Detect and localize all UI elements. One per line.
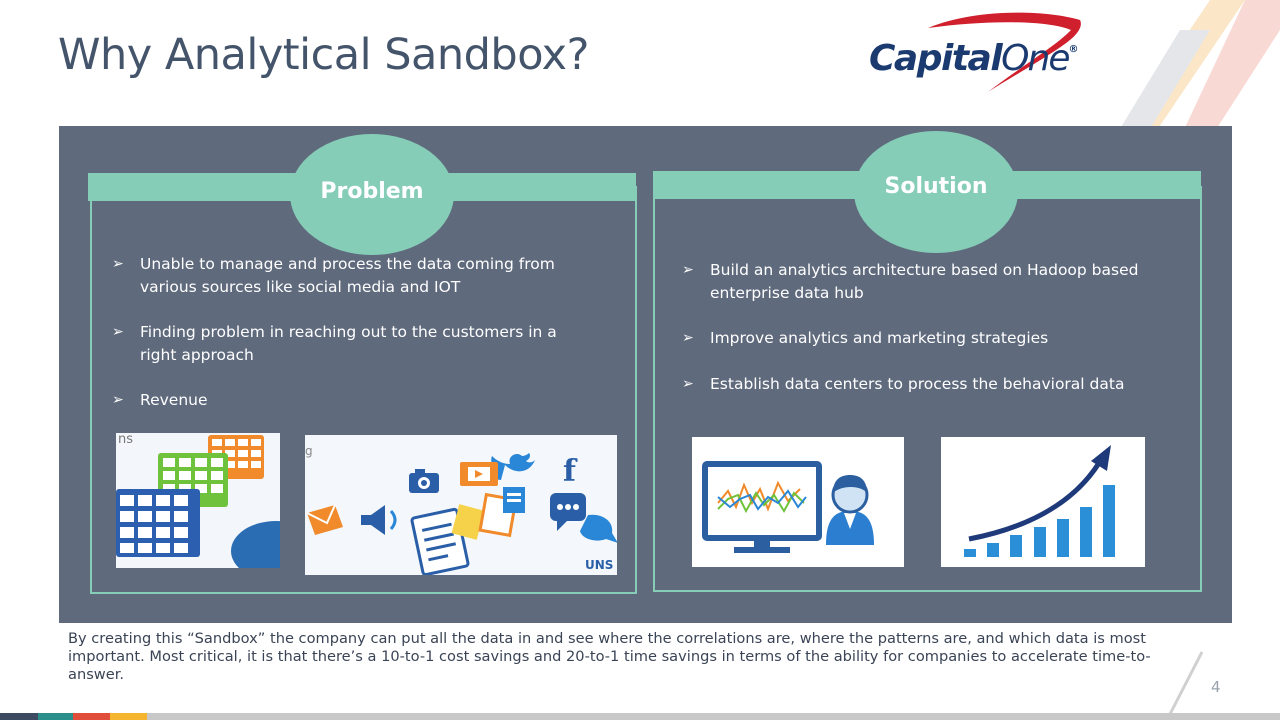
solution-heading: Solution [854,131,1018,253]
svg-text:g: g [305,444,313,458]
person-icon [826,475,874,545]
bullet-arrow-icon: ➢ [112,324,124,340]
growth-chart-icon [941,437,1145,567]
camera-icon [409,469,439,493]
list-item: ➢Improve analytics and marketing strateg… [682,327,1152,350]
svg-text:f: f [563,454,578,489]
monitor-chart-icon [692,437,904,567]
problem-box [90,186,637,594]
slide-caption: By creating this “Sandbox” the company c… [68,630,1151,683]
list-item: ➢Revenue [112,389,582,412]
footer-segment [0,713,38,720]
facebook-icon: f [563,454,578,489]
bullet-arrow-icon: ➢ [112,392,124,408]
list-item: ➢Unable to manage and process the data c… [112,255,555,296]
data-tables-image: ns [116,433,280,568]
notes-icon [451,487,525,540]
content-panel: Problem ➢Unable to manage and process th… [59,126,1232,623]
footer-segment [110,713,147,720]
twitter-icon [491,453,535,480]
solution-box [653,186,1202,592]
problem-list: ➢Unable to manage and process the data c… [112,253,582,412]
chat-icon [550,493,617,543]
slide-title: Why Analytical Sandbox? [58,30,589,80]
footer-segment [38,713,73,720]
capital-one-logo: CapitalOne® [866,8,1106,98]
slash-decoration [1166,651,1204,719]
cut-text: UNS [585,558,613,572]
list-item: ➢Finding problem in reaching out to the … [112,323,557,364]
solution-list: ➢Build an analytics architecture based o… [682,259,1152,396]
footer-strip [0,713,1280,720]
list-item: ➢Build an analytics architecture based o… [682,261,1139,302]
megaphone-icon [361,505,397,535]
footer-segment [73,713,110,720]
cut-text: ns [118,433,133,447]
page-number: 4 [1211,678,1221,696]
bullet-arrow-icon: ➢ [682,262,694,278]
bullet-arrow-icon: ➢ [682,330,694,346]
analytics-monitor-image [692,437,904,567]
bullet-arrow-icon: ➢ [682,376,694,392]
bullet-arrow-icon: ➢ [112,256,124,272]
list-item: ➢Establish data centers to process the b… [682,373,1152,396]
film-icon [460,462,498,486]
growth-chart-image [941,437,1145,567]
unstructured-data-image: g f UNS [305,435,617,575]
email-icon [306,504,343,535]
problem-heading: Problem [290,134,454,255]
